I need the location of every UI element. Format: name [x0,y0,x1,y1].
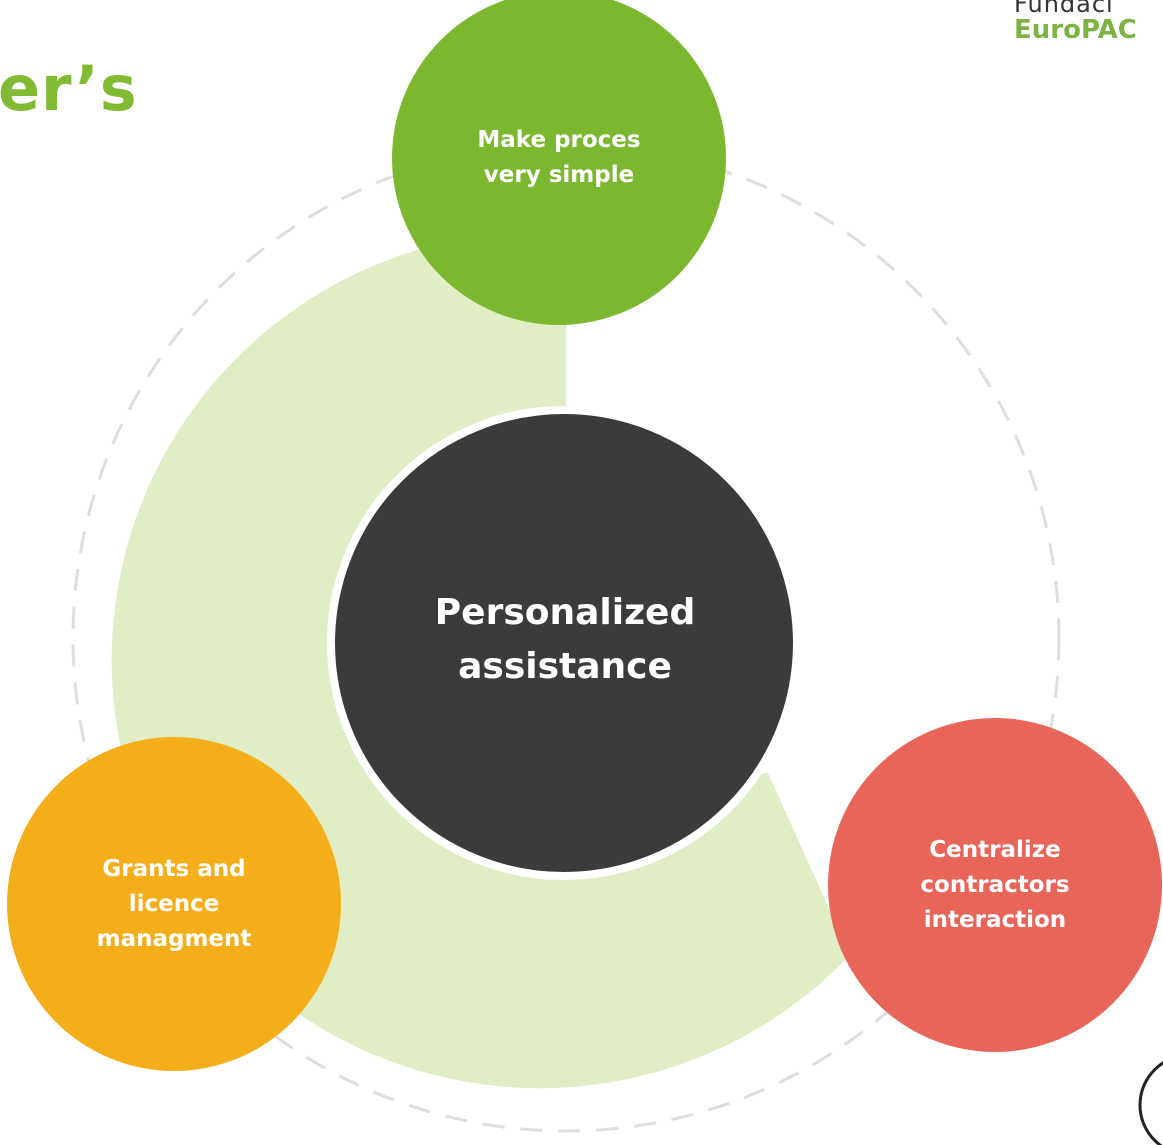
slide-title: er’s [0,52,138,125]
page-number-circle [1138,1061,1163,1145]
node-label-top: Make proces very simple [477,127,641,188]
node-label-left: Grants and licence managment [96,855,252,952]
node-label-right: Centralize contractors interaction [920,836,1070,933]
brand-logo: Fundaci EuroPAC [1014,0,1137,44]
node-circle-left [7,737,341,1071]
brand-logo-line2: EuroPAC [1014,15,1137,46]
center-circle [327,406,801,880]
node-circle-right [828,718,1162,1052]
center-label: Personalized assistance [434,592,696,687]
brand-logo-line1: Fundaci [1014,0,1114,18]
node-circle-top [392,0,726,325]
